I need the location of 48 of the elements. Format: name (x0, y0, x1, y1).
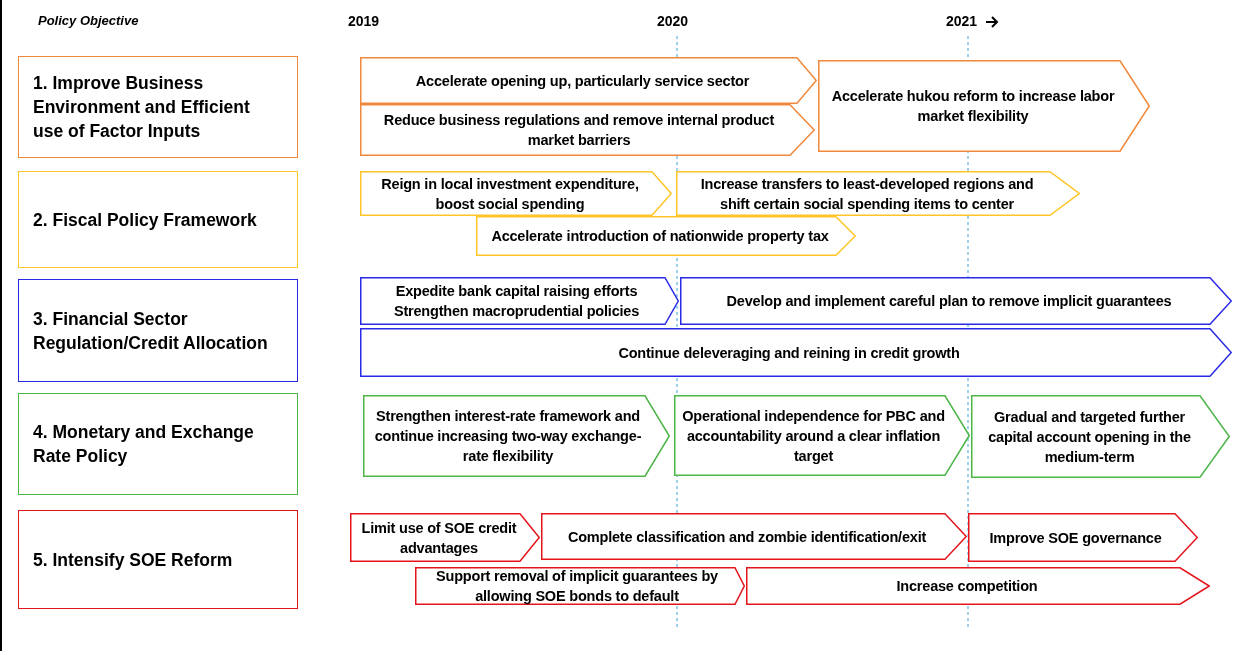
phase-block (968, 513, 1198, 562)
objective-box (18, 510, 298, 609)
action-text: Strengthen macroprudential policies (393, 302, 640, 321)
action-text: Limit use of SOE credit advantages (360, 518, 518, 558)
phase-block (350, 513, 540, 562)
phase-block (360, 57, 817, 104)
action-text: Improve SOE governance (989, 528, 1162, 548)
action-text: Accelerate introduction of nationwide property tax (491, 227, 829, 246)
objective-box (18, 171, 298, 268)
phase-block (746, 567, 1210, 605)
objective-box (18, 56, 298, 158)
action-text: Support removal of implicit guarantees by allowing SOE bonds to default (435, 567, 719, 606)
year-label: 2021 (946, 12, 978, 31)
phase-block (415, 567, 745, 605)
objective-title: 4. Monetary and Exchange Rate Policy (33, 421, 255, 468)
year-label: 2020 (657, 12, 689, 31)
phase-block (674, 395, 970, 476)
objective-box (18, 393, 298, 495)
phase-block (971, 395, 1230, 478)
objective-title: 3. Financial Sector Regulation/Credit Allocation (33, 307, 269, 355)
action-text: Complete classification and zombie identification/exit (567, 527, 927, 547)
action-text: Develop and implement careful plan to remove implicit guarantees (726, 292, 1172, 311)
objective-title: 1. Improve Business Environment and Efficient use of Factor Inputs (33, 72, 251, 143)
phase-block (818, 60, 1150, 152)
action-text: Strengthen interest-rate framework and continue increasing two-way exchange-rate flexibility (373, 407, 643, 466)
objective-title: 2. Fiscal Policy Framework (33, 208, 258, 232)
action-text: Accelerate hukou reform to increase labor market flexibility (830, 87, 1116, 126)
action-text: Expedite bank capital raising efforts (395, 282, 638, 301)
action-text: Increase competition (896, 577, 1038, 596)
phase-block (360, 171, 672, 216)
phase-block (360, 277, 679, 325)
action-text: Accelerate opening up, particularly service sector (415, 71, 750, 91)
objective-title: 5. Intensify SOE Reform (33, 548, 234, 572)
action-text: Continue deleveraging and reining in credit growth (618, 343, 960, 363)
objective-box (18, 279, 298, 382)
phase-block (476, 216, 856, 256)
phase-block (360, 104, 815, 156)
action-text: Increase transfers to least-developed regions and shift certain social spending items to center (699, 174, 1035, 214)
year-label: 2019 (348, 12, 380, 31)
action-text: Reign in local investment expenditure, boost social spending (380, 174, 640, 214)
action-text: Operational independence for PBC and accountability around a clear inflation target (682, 406, 945, 466)
phase-block (680, 277, 1232, 325)
column-heading: Policy Objective (38, 12, 139, 30)
phase-block (363, 395, 670, 477)
phase-block (676, 171, 1080, 216)
action-text: Gradual and targeted further capital account opening in the medium-term (987, 407, 1192, 467)
phase-block (360, 328, 1232, 377)
action-text: Reduce business regulations and remove internal product market barriers (382, 111, 776, 150)
